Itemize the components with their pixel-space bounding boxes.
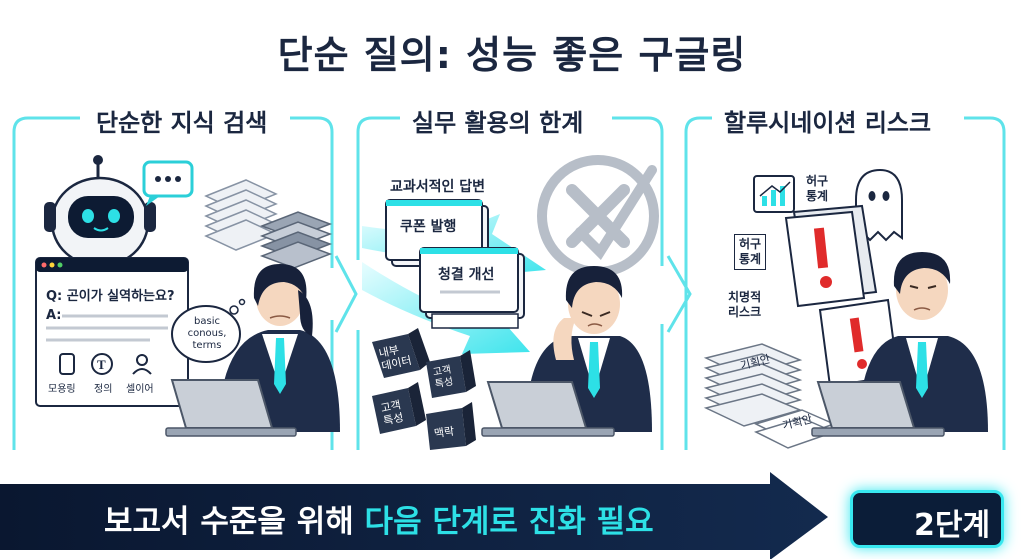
chat-window: T (35, 257, 189, 407)
icon-label-1: 모용링 (48, 384, 76, 395)
report-stack-icon (703, 343, 837, 449)
warning-document-1 (784, 204, 878, 308)
laptop-1-icon (165, 379, 297, 437)
cube-4-text: 맥락 (433, 424, 456, 441)
panel-2-frame (356, 116, 664, 450)
svg-text:T: T (97, 357, 106, 372)
cube-2-text: 고객 특성 (432, 364, 455, 391)
thought-bubble-text: basic conous, terms (187, 316, 227, 351)
ghost-icon (855, 168, 903, 242)
laptop-3-icon (811, 381, 945, 437)
stage-2-button[interactable] (850, 490, 1004, 548)
banner-arrow (0, 472, 828, 559)
panel-1-label: 단순한 지식 검색 (86, 103, 278, 138)
chat-question: Q: 곤이가 실역하는요? (46, 289, 175, 304)
panel-1-chevron (334, 255, 358, 333)
chat-bubble-icon (142, 160, 194, 206)
panel-2-label: 실무 활용의 한계 (402, 103, 594, 138)
panel-2-chevron (666, 255, 692, 333)
fake-stats-tag-1: 허구 통계 (806, 174, 829, 203)
banner-text: 보고서 수준을 위해 다음 단계로 진화 필요 (104, 496, 654, 541)
stage-2-label: 2단계 (914, 508, 991, 543)
page-title: 단순 질의: 성능 좋은 구글링 (277, 33, 747, 77)
data-cube-2 (426, 350, 476, 398)
answer-card-2 (419, 247, 525, 329)
reject-circle-icon (537, 155, 659, 277)
card-2-text: 청결 개선 (438, 267, 495, 283)
data-cube-4 (426, 402, 476, 450)
document-stack-icon (204, 179, 333, 269)
icon-label-2: 정의 (94, 384, 113, 395)
fatal-risk-label: 치명적 리스크 (728, 290, 762, 319)
card-1-text: 쿠폰 발행 (400, 219, 457, 235)
banner-text-white: 보고서 수준을 위해 (104, 504, 354, 540)
data-cube-1 (372, 328, 430, 378)
thought-bubble-icon (171, 298, 246, 363)
chart-tag-icon (753, 175, 795, 213)
panel-3-label: 할루시네이션 리스크 (714, 103, 942, 138)
laptop-2-icon (481, 381, 615, 437)
textbook-answer-heading: 교과서적인 답변 (390, 179, 486, 195)
data-cube-3 (372, 382, 426, 434)
fake-stats-tag-2: 허구 통계 (734, 234, 767, 270)
icon-label-3: 셀이어 (126, 384, 154, 395)
chat-answer-label: A: (46, 308, 62, 323)
banner-text-highlight: 다음 단계로 진화 필요 (364, 504, 654, 540)
panel-3-frame (684, 116, 1006, 450)
